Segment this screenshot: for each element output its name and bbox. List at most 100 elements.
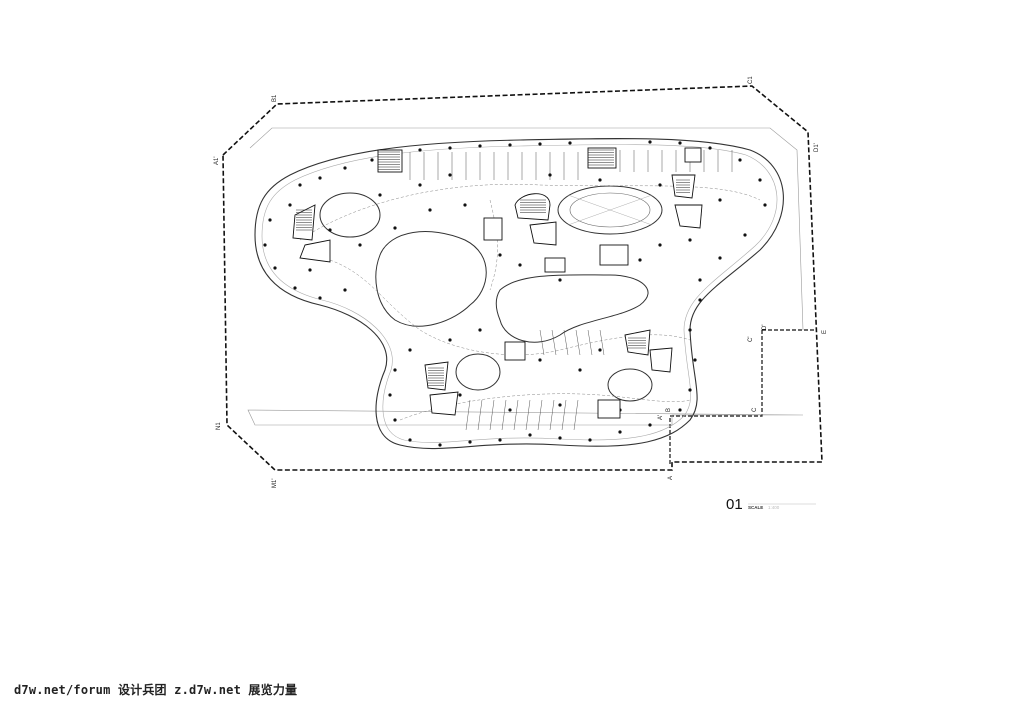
column-dot — [448, 173, 452, 177]
drafting-line — [465, 399, 471, 431]
column-dot — [393, 418, 397, 422]
column-dot — [508, 408, 512, 412]
grid-label-b1: B1 — [272, 94, 278, 102]
column-dot — [538, 358, 542, 362]
column-dot — [678, 408, 682, 412]
column-dot — [638, 258, 642, 262]
column-dot — [343, 288, 347, 292]
column-dot — [288, 203, 292, 207]
column-dot — [293, 286, 297, 290]
grid-labels: B1 C1 A1' D1' N1 M1' C' D' E C A A' B — [214, 76, 828, 488]
column-dot — [498, 438, 502, 442]
drafting-line — [599, 329, 605, 356]
column-dot — [558, 278, 562, 282]
column-dot — [558, 403, 562, 407]
drawing-number: 01 — [726, 496, 743, 513]
boundary-notch — [669, 329, 814, 465]
drawing-title: 01 SCALE 1:400 — [726, 496, 816, 513]
column-dot — [548, 173, 552, 177]
column-dot — [498, 253, 502, 257]
column-dot — [528, 433, 532, 437]
column-dot — [478, 144, 482, 148]
column-dot — [370, 158, 374, 162]
grid-label-d1: D1' — [814, 143, 820, 152]
column-dot — [678, 141, 682, 145]
column-dot — [318, 176, 322, 180]
grid-label-n1: N1 — [216, 422, 222, 430]
column-dot — [463, 203, 467, 207]
site-boundary — [222, 85, 823, 471]
drafting-line — [477, 399, 483, 431]
atrium-voids — [319, 185, 663, 402]
drafting-line — [525, 399, 531, 431]
grid-label-c-prime: C' — [748, 337, 754, 342]
column-dot — [318, 296, 322, 300]
column-dot — [763, 203, 767, 207]
column-dot — [718, 256, 722, 260]
column-dot — [688, 328, 692, 332]
column-dot — [743, 233, 747, 237]
structural-columns — [263, 140, 767, 447]
column-dot — [598, 178, 602, 182]
column-dot — [428, 208, 432, 212]
column-dot — [598, 348, 602, 352]
column-dot — [388, 393, 392, 397]
column-dot — [688, 388, 692, 392]
column-dot — [558, 436, 562, 440]
column-dot — [568, 141, 572, 145]
column-dot — [518, 263, 522, 267]
column-dot — [588, 438, 592, 442]
column-dot — [298, 183, 302, 187]
drafting-line — [551, 329, 557, 356]
drafting-line — [561, 399, 567, 431]
column-dot — [578, 368, 582, 372]
grid-label-e: E — [822, 330, 828, 334]
column-dot — [408, 348, 412, 352]
column-dot — [378, 193, 382, 197]
column-dot — [478, 328, 482, 332]
drafting-line — [513, 399, 519, 431]
column-dot — [658, 243, 662, 247]
drafting-line — [501, 399, 507, 431]
column-dot — [438, 443, 442, 447]
column-dot — [343, 166, 347, 170]
grid-label-d-prime: D' — [762, 325, 768, 330]
column-dot — [408, 438, 412, 442]
plot-outline — [247, 127, 804, 426]
column-dot — [688, 238, 692, 242]
column-dot — [418, 183, 422, 187]
drafting-line — [549, 399, 555, 431]
column-dot — [508, 143, 512, 147]
column-dot — [618, 430, 622, 434]
drafting-line — [573, 399, 579, 431]
grid-label-a: A — [668, 476, 674, 480]
grid-label-a-prime: A' — [658, 415, 664, 420]
column-dot — [738, 158, 742, 162]
column-dot — [273, 266, 277, 270]
column-dot — [328, 228, 332, 232]
column-dot — [648, 423, 652, 427]
parking-stalls — [465, 329, 605, 431]
building-outline — [254, 138, 784, 450]
column-dot — [468, 440, 472, 444]
drafting-line — [575, 329, 581, 356]
drafting-line — [539, 329, 545, 356]
scale-value: 1:400 — [768, 505, 780, 510]
column-dot — [308, 268, 312, 272]
column-dot — [698, 278, 702, 282]
watermark-text: d7w.net/forum 设计兵团 z.d7w.net 展览力量 — [14, 683, 298, 697]
column-dot — [693, 358, 697, 362]
column-dot — [758, 178, 762, 182]
column-dot — [263, 243, 267, 247]
column-dot — [393, 368, 397, 372]
grid-label-c: C — [752, 407, 758, 412]
grid-label-b: B — [666, 408, 672, 412]
column-dot — [268, 218, 272, 222]
column-dot — [458, 393, 462, 397]
scale-label: SCALE — [748, 505, 763, 510]
stair-hatching — [296, 149, 690, 386]
parking-stalls — [409, 150, 733, 180]
drafting-line — [587, 329, 593, 356]
grid-label-m1: M1' — [272, 479, 278, 488]
